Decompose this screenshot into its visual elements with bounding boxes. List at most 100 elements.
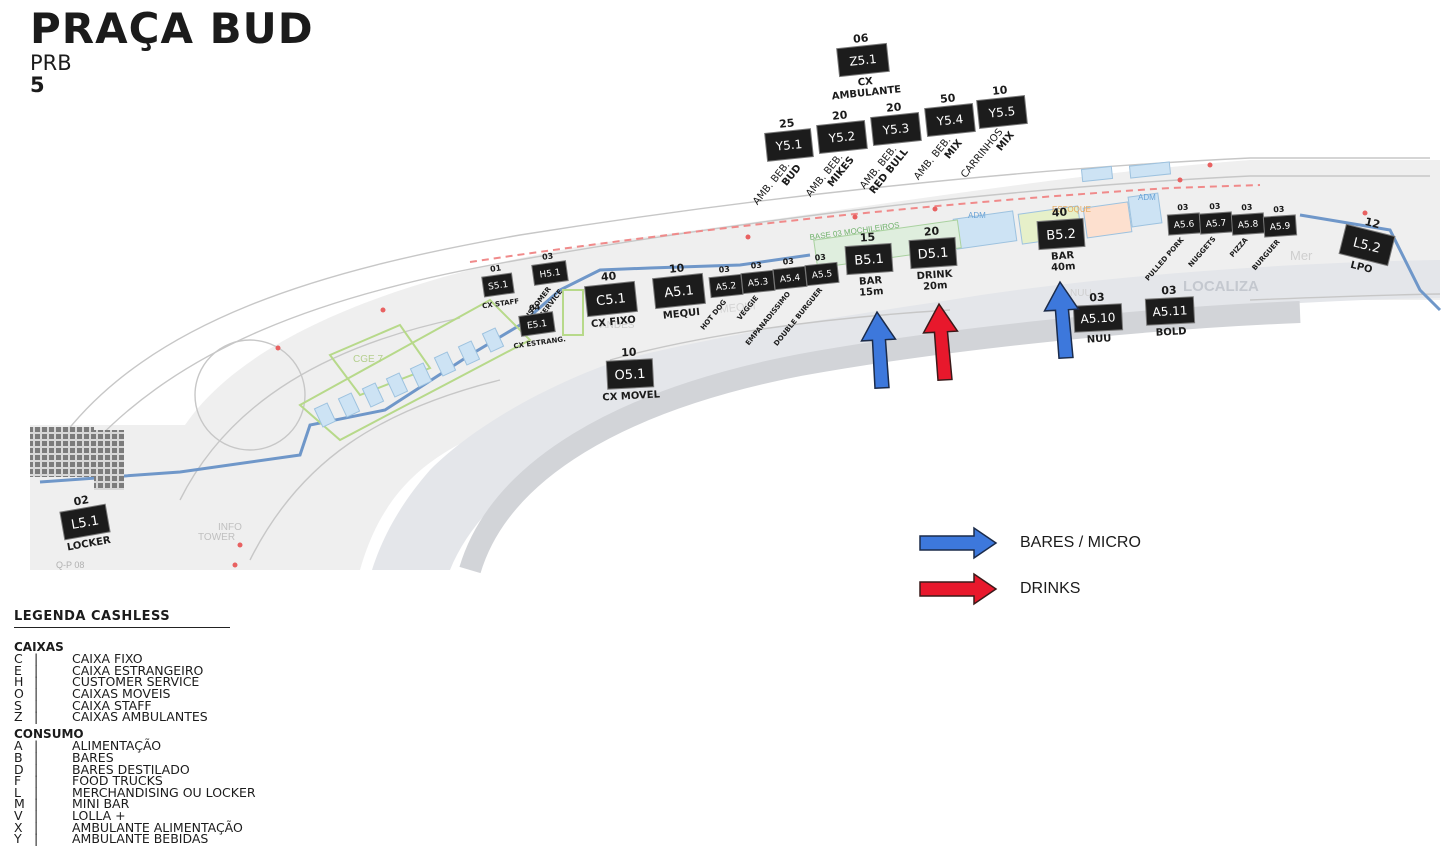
- booth-count: 40: [600, 269, 617, 284]
- legend-code: C: [14, 651, 23, 667]
- legend-row: D|BARES DESTILADO: [14, 761, 256, 777]
- booth-count: 03: [1273, 205, 1285, 215]
- legend-name: CAIXA FIXO: [72, 651, 143, 667]
- booth-code: D5.1: [917, 246, 949, 263]
- booth-label: NUU: [1087, 333, 1112, 345]
- legend-label-drinks: DRINKS: [1020, 580, 1081, 597]
- title-block: PRAÇA BUD PRB 5: [30, 6, 314, 97]
- booth-count: 03: [782, 257, 794, 267]
- area-label-merch: Mer: [1290, 248, 1313, 263]
- map-roads: [59, 157, 1441, 561]
- booth-count: 40: [1051, 206, 1068, 220]
- legend-row: A|ALIMENTAÇÃO: [14, 740, 256, 752]
- booth-count: 12: [1363, 215, 1381, 231]
- legend-code: D: [14, 761, 24, 777]
- booth-code: A5.10: [1080, 310, 1116, 326]
- legend-label-bares: BARES / MICRO: [1020, 534, 1141, 551]
- booth-box: [924, 103, 976, 137]
- booth-count: 25: [778, 116, 795, 131]
- legend-code: S: [14, 697, 22, 713]
- booth-count: 20: [831, 108, 848, 123]
- legend-name: CAIXAS AMBULANTES: [72, 709, 208, 725]
- legend-separator: |: [34, 819, 39, 835]
- legend-code: B: [14, 749, 23, 765]
- booth-box: [531, 260, 569, 286]
- legend-row: E|CAIXA ESTRANGEIRO: [14, 662, 256, 678]
- booth-box: [584, 280, 638, 318]
- booth-count: 10: [991, 83, 1008, 98]
- booth-label: MEQUI: [662, 307, 700, 322]
- booth-box: [836, 42, 890, 78]
- legend-code: V: [14, 807, 23, 823]
- booth-code: B5.1: [854, 252, 885, 269]
- legend-name: ALIMENTAÇÃO: [72, 738, 162, 754]
- booth-label: 40m: [1051, 261, 1076, 274]
- legend-separator: |: [34, 796, 39, 812]
- legend-name: MERCHANDISING OU LOCKER: [72, 784, 256, 800]
- legend-separator: |: [34, 761, 39, 777]
- legend-row-drinks: DRINKS: [918, 566, 1141, 612]
- legend-separator: |: [34, 709, 39, 725]
- area-label-mequi: MEQUI: [719, 300, 756, 316]
- legend-code: X: [14, 819, 23, 835]
- legend-row: M|MINI BAR: [14, 798, 256, 810]
- booth-box: [870, 112, 922, 146]
- legend-name: CUSTOMER SERVICE: [72, 674, 200, 690]
- booth-code: Y5.4: [935, 112, 964, 129]
- fence-line: [469, 184, 1261, 263]
- legend-row: H|CUSTOMER SERVICE: [14, 676, 256, 688]
- booth-code: Y5.3: [881, 121, 910, 138]
- booth-code: L5.1: [70, 513, 100, 533]
- green-zones: [298, 289, 584, 442]
- booth-code: L5.2: [1351, 235, 1382, 256]
- booth-box: [1036, 217, 1086, 251]
- booth-box: [816, 120, 868, 154]
- legend-separator: |: [34, 773, 39, 789]
- booth-label: CX: [857, 76, 873, 89]
- legend-code: O: [14, 685, 24, 701]
- booth-box: [976, 95, 1028, 129]
- booth-count: 03: [1089, 291, 1105, 305]
- booth-box: [804, 261, 840, 287]
- booth-code: A5.8: [1238, 220, 1259, 231]
- map-arrows: [860, 280, 1080, 390]
- booth-count: 03: [1177, 203, 1189, 213]
- booth-count: 03: [1209, 202, 1221, 212]
- booth-box: [605, 358, 655, 390]
- booth-label: CX FIXO: [591, 315, 637, 331]
- legend-separator: |: [34, 651, 39, 667]
- booth-label: BOLD: [1155, 326, 1186, 339]
- legend-separator: |: [34, 697, 39, 713]
- booth-box: [764, 128, 814, 162]
- booth-label: BAR: [859, 275, 883, 288]
- booth-count: 04: [529, 302, 542, 313]
- booth-box: [652, 272, 706, 310]
- legend-name: AMBULANTE ALIMENTAÇÃO: [72, 819, 243, 835]
- legend-name: MINI BAR: [72, 796, 130, 812]
- legend-row: C | CAIXA FIXO: [14, 653, 256, 665]
- booth-code: Z5.1: [849, 52, 878, 69]
- legend-code: A: [14, 738, 23, 754]
- blue-arrow-icon: [860, 310, 897, 390]
- blue-arrow-icon: [919, 526, 998, 560]
- legend-name: CAIXA ESTRANGEIRO: [72, 662, 204, 678]
- legend-row: L|MERCHANDISING OU LOCKER: [14, 784, 256, 800]
- booth-label: DRINK: [916, 269, 954, 283]
- booth-count: 03: [718, 265, 730, 275]
- legend-row: V|LOLLA +: [14, 807, 256, 823]
- legend-name: FOOD TRUCKS: [72, 773, 163, 789]
- area-label-cp: Q-P 08: [56, 560, 84, 570]
- booth-code: A5.6: [1174, 220, 1195, 231]
- booth-label: 15m: [859, 286, 884, 299]
- caixas-heading: CAIXAS: [14, 639, 64, 654]
- booth-count: 03: [542, 251, 554, 261]
